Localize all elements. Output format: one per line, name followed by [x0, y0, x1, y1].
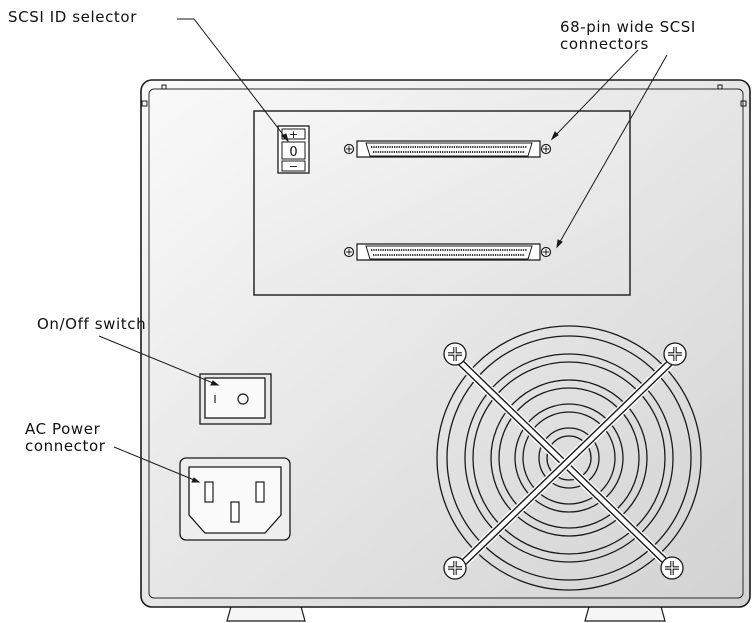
corner-marker-top-right: [717, 84, 723, 90]
fan-ring: [498, 387, 640, 529]
ac-power-connector-label: AC Power connector: [25, 421, 106, 455]
leader-arrowhead: [281, 133, 289, 143]
leader-ac-power: [113, 446, 200, 483]
fan-grille: [436, 325, 702, 591]
scsi-panel-plate: [253, 110, 631, 296]
leader-wide-scsi-bottom: [556, 54, 668, 248]
leader-lines: [98, 18, 668, 483]
scsi-id-selector[interactable]: + 0 −: [277, 125, 310, 174]
power-on-glyph: I: [213, 393, 216, 406]
fan-ring: [546, 435, 592, 481]
scsi-id-minus-button[interactable]: [281, 160, 306, 172]
leader-arrowhead: [210, 380, 220, 386]
fan-screw-slot: [448, 561, 462, 575]
scsi-panel: [253, 110, 631, 296]
ac-power-connector[interactable]: [179, 457, 291, 541]
power-switch[interactable]: I: [199, 373, 272, 425]
fan-ring: [472, 361, 666, 555]
fan-ring: [436, 325, 702, 591]
scsi-connector-top[interactable]: [343, 140, 552, 158]
wide-scsi-connectors-label: 68-pin wide SCSI connectors: [560, 19, 696, 53]
fan-screw-slot: [668, 347, 682, 361]
leader-on-off-switch: [98, 335, 219, 386]
fan-ring: [446, 335, 692, 581]
ac-live-pin: [204, 481, 214, 503]
scsi-id-selector-label: SCSI ID selector: [8, 8, 137, 26]
ac-power-label-line-1: AC Power: [25, 420, 101, 438]
fan-strut: [459, 354, 679, 567]
ac-power-label-line-2: connector: [25, 437, 106, 455]
fan-screw-slot: [665, 561, 679, 575]
fan-ring: [538, 427, 600, 489]
fan-ring: [490, 379, 648, 537]
ac-earth-pin: [230, 501, 240, 523]
scsi-id-plus-glyph: +: [289, 128, 298, 141]
scsi-id-display: [281, 141, 306, 160]
scsi-id-minus-glyph: −: [289, 160, 298, 173]
enclosure-inner-bezel: [148, 88, 744, 599]
corner-marker-tl: [141, 100, 148, 107]
scsi-connector-bottom[interactable]: [343, 243, 552, 261]
ac-neutral-pin: [255, 481, 265, 503]
corner-marker-top-left: [161, 84, 167, 90]
leader-arrowhead: [191, 477, 201, 483]
scsi-id-value: 0: [289, 145, 297, 160]
connector-face: [365, 142, 533, 157]
connector-face: [365, 245, 533, 260]
corner-marker-tr: [740, 100, 747, 107]
leader-wide-scsi-top: [551, 49, 639, 140]
on-off-switch-label: On/Off switch: [37, 315, 147, 333]
wide-scsi-label-line-1: 68-pin wide SCSI: [560, 18, 696, 36]
fan-ring: [464, 353, 674, 563]
fan-ring: [522, 411, 616, 505]
wide-scsi-label-line-2: connectors: [560, 35, 649, 53]
fan-ring: [514, 403, 624, 513]
ac-inlet-socket: [188, 466, 282, 534]
power-off-indicator: [237, 393, 249, 405]
leader-arrowhead: [550, 131, 559, 141]
fan-screw-slot: [448, 347, 462, 361]
leader-arrowhead: [556, 239, 563, 249]
leader-scsi-id-selector: [177, 18, 289, 142]
